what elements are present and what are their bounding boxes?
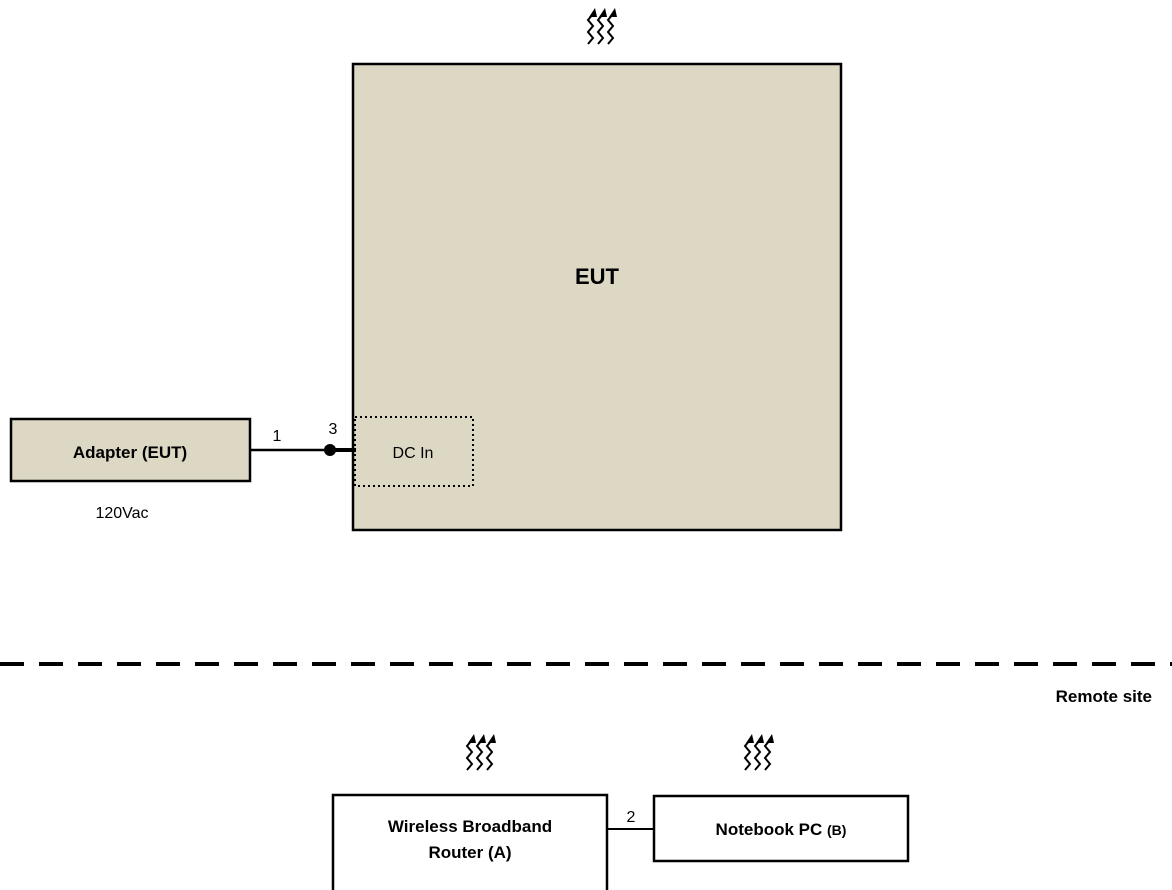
remote-site-label: Remote site: [1056, 687, 1152, 706]
notebook-label: Notebook PC (B): [716, 820, 847, 839]
adapter-supply-label: 120Vac: [95, 505, 148, 522]
router-label-line2: Router (A): [428, 843, 511, 862]
router-label-line1: Wireless Broadband: [388, 817, 552, 836]
cable-number-2: 2: [627, 809, 636, 826]
adapter-box: [9, 417, 252, 483]
port-number-3: 3: [329, 421, 338, 438]
notebook-wireless-icon: [744, 733, 775, 771]
dc-in-label: DC In: [393, 445, 434, 462]
eut-box: [351, 62, 843, 532]
eut-label: EUT: [575, 264, 620, 289]
dc-in-port: [354, 416, 474, 487]
connector-dot: [324, 444, 336, 456]
notebook-label-suffix: (B): [827, 822, 846, 838]
notebook-box: [652, 794, 910, 863]
notebook-label-main: Notebook PC: [716, 820, 823, 839]
cable-number-1: 1: [273, 428, 282, 445]
router-box: [331, 793, 609, 890]
router-wireless-icon: [466, 733, 497, 771]
wireless-emission-icon: [587, 7, 618, 45]
adapter-label: Adapter (EUT): [73, 443, 187, 462]
